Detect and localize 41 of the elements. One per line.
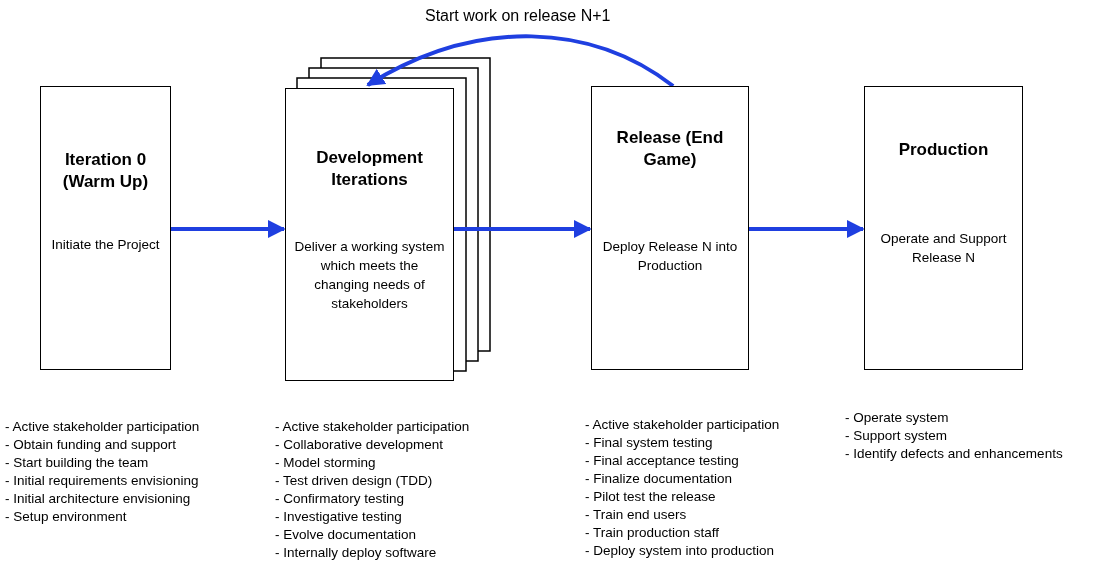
activity-list-item: - Finalize documentation [585,470,734,488]
activity-list-item: - Deploy system into production [585,542,776,560]
arrow [749,220,865,238]
phase-box [864,86,1023,370]
phase-title: Production [897,139,990,161]
phase-description: Deliver a working system which meets the changing needs of stakeholders [293,238,446,313]
activity-list-item: - Internally deploy software [275,544,438,562]
phase-box [40,86,171,370]
activity-list-item: - Investigative testing [275,508,403,526]
phase-box [285,88,454,381]
activity-list-item: - Initial requirements envisioning [5,472,200,490]
arrow [171,220,286,238]
activity-list-item: - Support system [845,427,949,445]
activity-list-item: - Setup environment [5,508,128,526]
activity-list-item: - Model storming [275,454,377,472]
phase-description: Deploy Release N into Production [601,238,739,275]
phase-title: Release (End Game) [615,127,725,171]
activity-list-item: - Identify defects and enhancements [845,445,1063,463]
phase-title: Development Iterations [315,147,424,191]
phase-description: Operate and Support Release N [879,230,1008,267]
activity-list-item: - Operate system [845,409,950,427]
activity-list-item: - Final system testing [585,434,714,452]
phase-title: Iteration 0 (Warm Up) [61,149,150,193]
phase-description: Initiate the Project [50,236,161,254]
phase-box [591,86,749,370]
activity-list-item: - Confirmatory testing [275,490,406,508]
activity-list-item: - Train end users [585,506,688,524]
activity-list-item: - Active stakeholder participation [275,418,470,436]
arrow [366,34,675,88]
activity-list-item: - Active stakeholder participation [5,418,200,436]
activity-list-item: - Obtain funding and support [5,436,178,454]
arrow [454,220,592,238]
activity-list-item: - Pilot test the release [585,488,717,506]
activity-list-item: - Collaborative development [275,436,445,454]
activity-list-item: - Initial architecture envisioning [5,490,192,508]
activity-list-item: - Active stakeholder participation [585,416,780,434]
activity-list-item: - Test driven design (TDD) [275,472,434,490]
activity-list-item: - Start building the team [5,454,150,472]
activity-list-item: - Train production staff [585,524,721,542]
activity-list-item: - Evolve documentation [275,526,418,544]
activity-list-item: - Final acceptance testing [585,452,740,470]
